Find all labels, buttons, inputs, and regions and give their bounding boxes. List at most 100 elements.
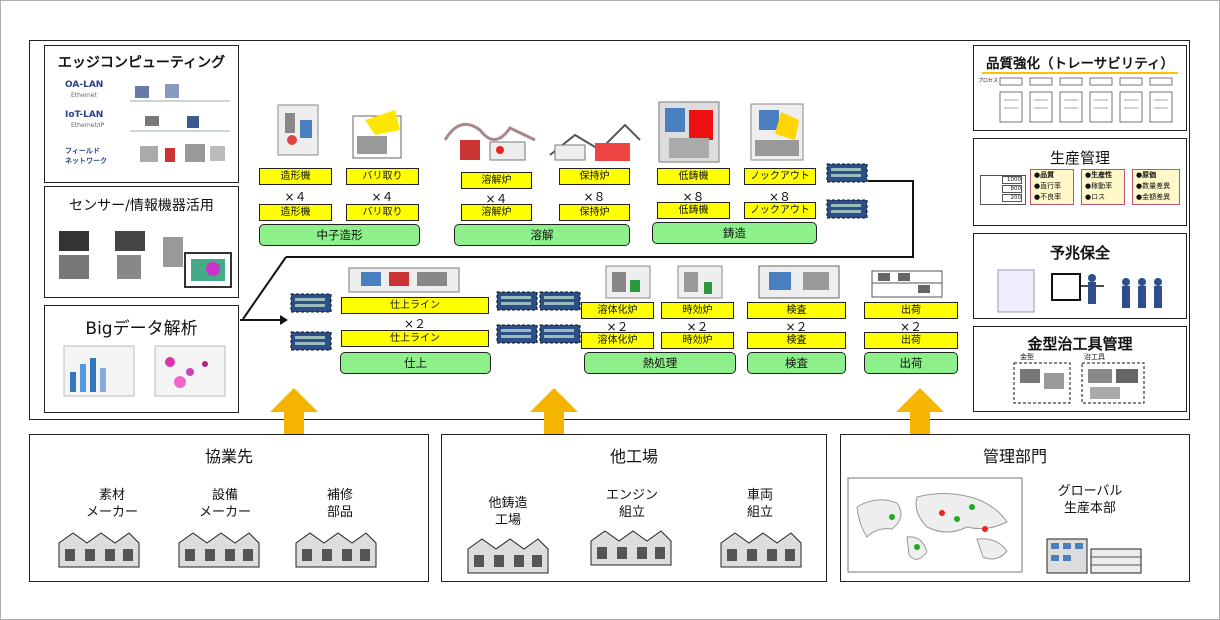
top-upper-label-1: 造形機 [259, 168, 332, 185]
top-lower-label-4: 保持炉 [559, 204, 630, 221]
bottom-mult-3: ×２ [686, 320, 709, 334]
plant-engine-assembly: エンジン 組立 [605, 488, 658, 520]
top-mult-5: ×８ [682, 190, 705, 204]
group-heat-treatment: 熱処理 [584, 352, 736, 374]
factory-icon-4 [467, 538, 549, 574]
bottom-upper-label-1: 仕上ライン [341, 297, 489, 314]
server-icon-heat-4 [539, 324, 581, 344]
top-upper-label-2: バリ取り [346, 168, 419, 185]
kpi-cost-head: ●原価 [1136, 171, 1157, 179]
server-icon-finish-1 [290, 293, 332, 313]
partner-repair-parts: 補修 部品 [326, 488, 353, 520]
production-title: 生産管理 [1049, 149, 1110, 167]
factory-icon-2 [178, 532, 260, 568]
kpi-quality-item-1: ●直行率 [1034, 182, 1062, 190]
server-icon-heat-2 [539, 291, 581, 311]
server-icon-finish-2 [290, 331, 332, 351]
knockout-machine-image [750, 103, 804, 161]
top-mult-3: ×４ [485, 192, 508, 206]
bottom-lower-label-5: 出荷 [864, 332, 958, 349]
top-lower-label-1: 造形機 [259, 204, 332, 221]
group-melting: 溶解 [454, 224, 630, 246]
kpi-cost-item-1: ●数量差異 [1136, 182, 1171, 190]
bigdata-panel: Bigデータ解析 [44, 305, 239, 413]
sensor-devices-icon [59, 231, 232, 288]
predictive-panel: 予兆保全 [973, 233, 1187, 319]
kpi-quality-head: ●品質 [1034, 171, 1055, 179]
sensor-title: センサー/情報機器活用 [69, 198, 214, 214]
bottom-upper-label-5: 出荷 [864, 302, 958, 319]
production-value-3: 200 [1002, 194, 1022, 202]
group-core-molding: 中子造形 [259, 224, 420, 246]
finishing-line-image [348, 267, 460, 293]
plant-other-foundry: 他鋳造 工場 [488, 496, 528, 528]
top-mult-4: ×８ [583, 190, 606, 204]
bottom-lower-label-3: 時効炉 [661, 332, 734, 349]
kpi-productivity-card: ●生産性 ●稼動率 ●ロス [1081, 169, 1125, 205]
melting-furnace-image [443, 122, 536, 161]
top-lower-label-2: バリ取り [346, 204, 419, 221]
kpi-cost-card: ●原価 ●数量差異 ●金額差異 [1132, 169, 1180, 205]
flow-line-right [868, 180, 913, 182]
predictive-title: 予兆保全 [1049, 244, 1110, 262]
production-value-1: 1000 [1002, 176, 1022, 184]
other-plants-panel: 他工場 他鋳造 工場 エンジン 組立 車両 組立 [441, 434, 827, 582]
management-title: 管理部門 [982, 447, 1047, 466]
group-inspection: 検査 [747, 352, 846, 374]
top-upper-label-5: 低鋳機 [657, 168, 730, 185]
network-diagram-icon [130, 84, 230, 162]
deburring-machine-image [352, 110, 402, 159]
bottom-mult-4: ×２ [785, 320, 808, 334]
quality-panel: 品質強化（トレーサビリティ） プロセス [973, 45, 1187, 131]
flow-line-diagonal [242, 256, 287, 320]
quality-title: 品質強化（トレーサビリティ） [986, 56, 1174, 72]
bottom-upper-label-2: 溶体化炉 [581, 302, 654, 319]
ethernet-label: Ethernet [71, 92, 97, 99]
top-lower-label-3: 溶解炉 [461, 204, 532, 221]
kpi-productivity-head: ●生産性 [1085, 171, 1113, 179]
ethernet-ip-label: Ethernet/IP [71, 122, 105, 129]
predictive-maintenance-icon [997, 269, 1162, 313]
analytics-chart-icon [63, 345, 226, 397]
group-finishing: 仕上 [340, 352, 491, 374]
group-shipping: 出荷 [864, 352, 958, 374]
server-icon-heat-1 [496, 291, 538, 311]
kpi-productivity-item-2: ●ロス [1085, 193, 1106, 201]
edge-computing-title: エッジコンピューティング [57, 55, 226, 71]
mold-title: 金型治工具管理 [1027, 335, 1133, 353]
flow-line-down [912, 180, 914, 257]
bottom-lower-label-4: 検査 [747, 332, 846, 349]
mold-panel: 金型治工具管理 金型 治工具 [973, 326, 1187, 412]
bottom-upper-label-4: 検査 [747, 302, 846, 319]
bottom-mult-2: ×２ [606, 320, 629, 334]
top-upper-label-4: 保持炉 [559, 168, 630, 185]
molding-machine-image [277, 104, 319, 156]
field-network-label: フィールド ネットワーク [65, 147, 107, 165]
world-map-icon [847, 477, 1023, 573]
factory-icon-1 [58, 532, 140, 568]
partner-equipment-maker: 設備 メーカー [198, 488, 251, 520]
top-lower-label-6: ノックアウト [744, 202, 816, 219]
server-icon-heat-3 [496, 324, 538, 344]
plant-vehicle-assembly: 車両 組立 [746, 488, 773, 520]
solution-furnace-image [605, 265, 651, 299]
flow-line-across [286, 256, 914, 258]
factory-icon-6 [720, 532, 802, 568]
group-casting: 鋳造 [652, 222, 817, 244]
holding-furnace-image [549, 123, 641, 161]
headquarters-building-icon [1046, 538, 1142, 574]
server-icon-top-1 [826, 163, 868, 183]
aging-furnace-image [677, 265, 723, 299]
global-production-hq: グローバル 生産本部 [1057, 484, 1123, 516]
top-upper-label-3: 溶解炉 [461, 172, 532, 189]
kpi-cost-item-2: ●金額差異 [1136, 193, 1171, 201]
partners-panel: 協業先 素材 メーカー 設備 メーカー 補修 部品 [29, 434, 429, 582]
mold-jig-icon [1013, 362, 1145, 404]
management-panel: 管理部門 グローバル 生産本部 [840, 434, 1190, 582]
bottom-lower-label-1: 仕上ライン [341, 330, 489, 347]
shipping-rack-image [871, 270, 943, 298]
top-mult-1: ×４ [284, 190, 307, 204]
top-mult-2: ×４ [371, 190, 394, 204]
bottom-upper-label-3: 時効炉 [661, 302, 734, 319]
iot-lan-label: IoT-LAN [65, 110, 104, 120]
